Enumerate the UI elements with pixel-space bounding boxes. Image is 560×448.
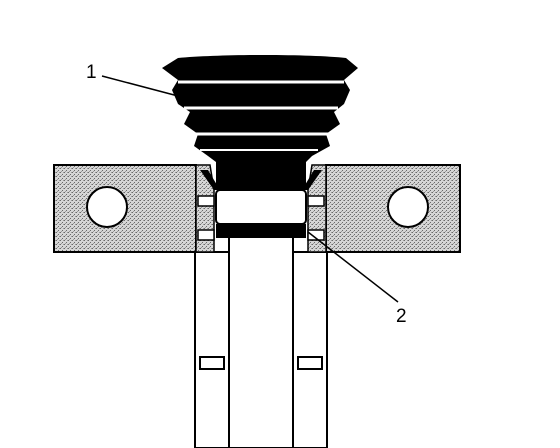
left-upper-notch	[197, 195, 215, 207]
shaft-body	[228, 235, 294, 448]
left-lower-notch	[197, 229, 215, 241]
seal-lower-ring	[216, 224, 306, 238]
right-upper-notch	[307, 195, 325, 207]
lower-left-bushing	[199, 356, 225, 370]
seal-upper-ring	[215, 189, 307, 225]
rubber-boot	[162, 55, 358, 190]
callout-1-leader	[101, 75, 179, 97]
lower-right-bushing	[297, 356, 323, 370]
shaft	[228, 235, 294, 448]
callout-2-leader	[307, 231, 399, 303]
seal-assembly	[200, 170, 322, 238]
callout-1: 1	[86, 62, 179, 97]
callout-1-label: 1	[86, 62, 97, 83]
left-mounting-hole	[86, 186, 128, 228]
lower-housing-left-wall	[194, 251, 230, 448]
mounting-plate	[53, 164, 461, 253]
right-lower-notch	[307, 229, 325, 241]
lower-housing-right-wall	[292, 251, 328, 448]
boot-bellows	[162, 55, 358, 190]
right-mounting-hole	[387, 186, 429, 228]
seal-right-lip	[302, 170, 322, 190]
callout-2: 2	[307, 231, 407, 327]
callout-2-label: 2	[396, 306, 407, 327]
seal-left-lip	[200, 170, 220, 190]
lower-housing	[194, 251, 328, 448]
